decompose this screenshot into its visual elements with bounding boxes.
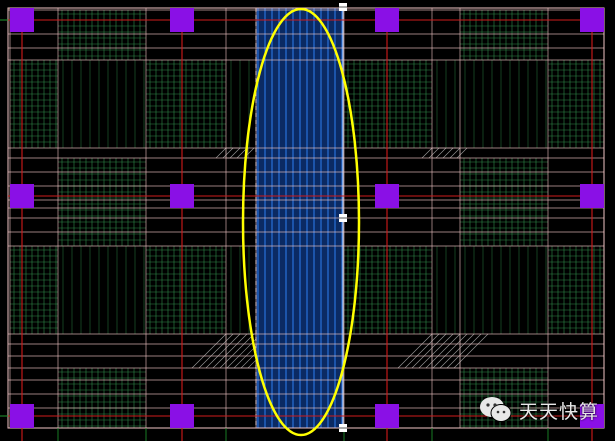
hatched-panel — [548, 246, 604, 334]
column — [170, 404, 194, 428]
hatched-panel — [146, 246, 226, 334]
watermark-text: 天天快算 — [519, 400, 600, 423]
column — [375, 184, 399, 208]
grip-marker — [339, 424, 347, 432]
hatched-panel — [58, 10, 146, 60]
hatched-panel — [146, 60, 226, 148]
column — [10, 404, 34, 428]
diagonal-hatch — [397, 333, 489, 369]
column — [580, 404, 604, 428]
hatched-panel — [548, 60, 604, 148]
hatched-panel — [58, 368, 146, 428]
column — [170, 184, 194, 208]
wechat-icon — [480, 397, 512, 422]
column — [10, 8, 34, 32]
highlight-ellipse — [241, 7, 361, 437]
dark-panel — [62, 60, 145, 148]
drawing-border — [7, 7, 605, 429]
hatched-panel — [10, 60, 58, 148]
hatched-panel — [10, 246, 58, 334]
grip-marker — [339, 3, 347, 11]
grip-markers — [339, 3, 347, 432]
dark-panel — [436, 246, 456, 334]
columns-layer — [10, 8, 604, 428]
dark-panel — [62, 246, 145, 334]
column — [10, 184, 34, 208]
column — [580, 184, 604, 208]
hatched-panel — [460, 368, 548, 428]
hatched-panel — [460, 158, 548, 246]
column — [375, 404, 399, 428]
dark-panel — [436, 60, 456, 148]
column — [170, 8, 194, 32]
dark-panel — [464, 246, 547, 334]
red-axis-lines — [8, 8, 604, 441]
grip-marker — [339, 214, 347, 222]
column — [375, 8, 399, 32]
hatched-panel — [344, 60, 432, 148]
column — [580, 8, 604, 32]
dark-panel — [464, 60, 547, 148]
watermark: 天天快算 — [479, 396, 599, 424]
hatched-panel — [58, 158, 146, 246]
